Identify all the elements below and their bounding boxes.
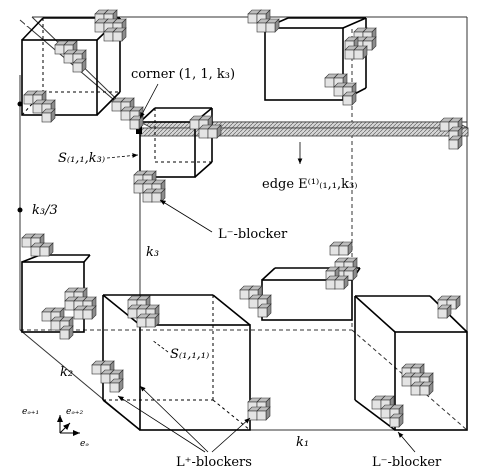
blocker-cube <box>419 381 434 396</box>
cube-bottom-center <box>102 294 251 431</box>
blocker-cube <box>151 188 166 203</box>
axis-e-d: eₔ <box>80 439 89 449</box>
edge-label: edge E⁽¹⁾₍₁,₁,k₃₎ <box>262 177 357 192</box>
blocker-cube <box>82 305 97 320</box>
blocker-cube <box>39 242 54 257</box>
cube-bottom-right <box>354 295 468 431</box>
marker-top <box>17 101 23 107</box>
blocker-cube <box>437 304 452 319</box>
blocker-cube <box>342 91 357 106</box>
lminus-bottom-label: L⁻-blocker <box>372 455 442 470</box>
s-bottom-label: S₍₁,₁,₁₎ <box>170 347 209 362</box>
k1-label: k₁ <box>296 435 309 450</box>
blocker-cube <box>72 58 87 73</box>
edge-bar <box>139 121 469 137</box>
lminus-top-label: L⁻-blocker <box>218 227 288 242</box>
marker-k3-third <box>17 207 23 213</box>
s-top-label: S₍₁,₁,k₃₎ <box>58 151 105 166</box>
blocker-cube <box>334 275 349 290</box>
blocker-cube <box>207 124 222 139</box>
blocker-cube <box>129 115 144 130</box>
k2-label: k₂ <box>60 365 73 380</box>
lplus-label: L⁺-blockers <box>176 455 252 470</box>
blocker-cube <box>343 266 358 281</box>
blocker-clusters <box>21 9 463 428</box>
blocker-cube <box>59 325 74 340</box>
blocker-cube <box>446 295 461 310</box>
blocker-cube <box>362 36 377 51</box>
axis-e-d1: eₔ₊₁ <box>22 407 39 417</box>
axis-e-d2: eₔ₊₂ <box>66 407 84 417</box>
blocker-cube <box>338 241 353 256</box>
axis-legend: eₔ₊₁ eₔ₊₂ eₔ <box>22 407 89 449</box>
blocker-cube <box>389 413 404 428</box>
blocker-cube <box>353 45 368 60</box>
k3-third-label: k₃/3 <box>32 203 58 218</box>
blocker-cube <box>256 406 271 421</box>
k3-label: k₃ <box>146 245 159 260</box>
blocker-cube <box>265 18 280 33</box>
blocker-cube <box>448 135 463 150</box>
corner-label: corner (1, 1, k₃) <box>131 67 235 82</box>
outer-box <box>19 14 468 431</box>
blocker-cube <box>112 27 127 42</box>
blocker-cube <box>145 313 160 328</box>
blocker-cube <box>109 378 124 393</box>
blocker-cube <box>41 108 56 123</box>
blocker-cube <box>257 303 272 318</box>
